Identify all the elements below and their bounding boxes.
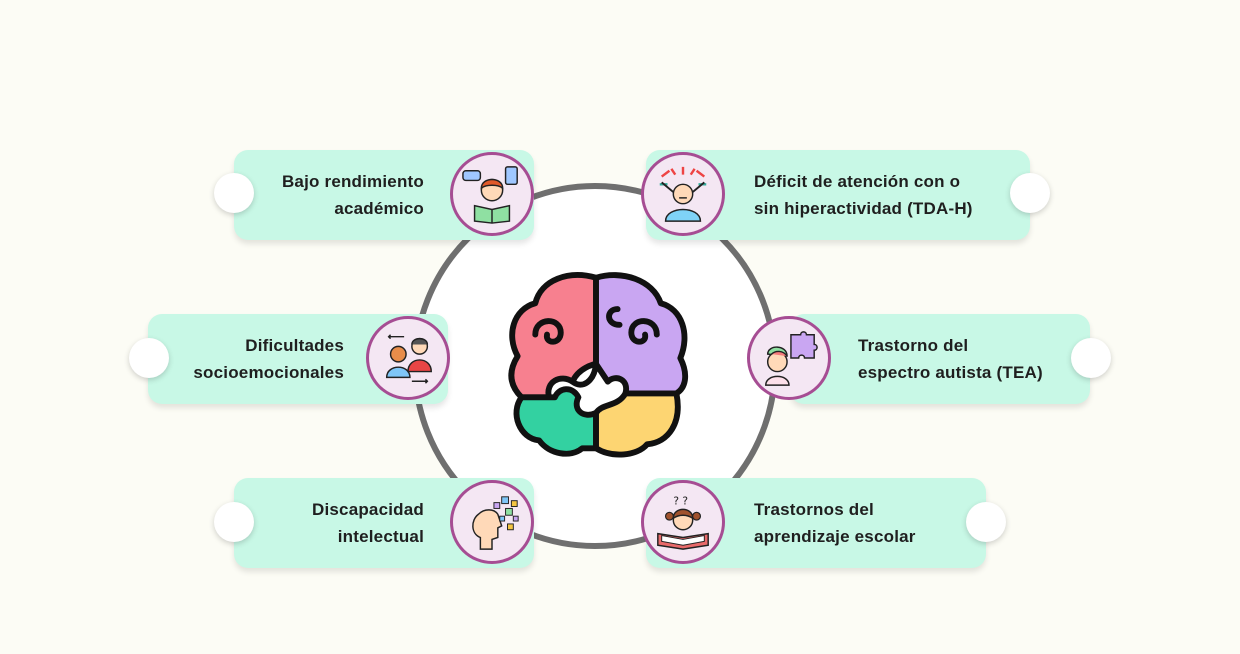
- card-label: Trastornos del aprendizaje escolar: [754, 500, 916, 546]
- student-reading-icon: [450, 152, 534, 236]
- connector-dot: [214, 502, 254, 542]
- connector-dot: [214, 173, 254, 213]
- stressed-person-icon: [641, 152, 725, 236]
- card-label: Trastorno del espectro autista (TEA): [858, 336, 1043, 382]
- card-label: Déficit de atención con o sin hiperactiv…: [754, 172, 973, 218]
- two-people-talking-icon: [366, 316, 450, 400]
- connector-dot: [966, 502, 1006, 542]
- girl-reading-question-icon: ? ?: [641, 480, 725, 564]
- puzzle-brain-icon: [508, 272, 689, 458]
- head-pixels-icon: [450, 480, 534, 564]
- connector-dot: [129, 338, 169, 378]
- card-label: Discapacidad intelectual: [311, 500, 424, 546]
- child-puzzle-icon: [747, 316, 831, 400]
- svg-text:? ?: ? ?: [673, 495, 688, 508]
- card-label: Dificultades socioemocionales: [193, 336, 344, 382]
- card-tea: Trastorno del espectro autista (TEA): [790, 314, 1090, 404]
- connector-dot: [1010, 173, 1050, 213]
- card-label: Bajo rendimiento académico: [281, 172, 424, 218]
- connector-dot: [1071, 338, 1111, 378]
